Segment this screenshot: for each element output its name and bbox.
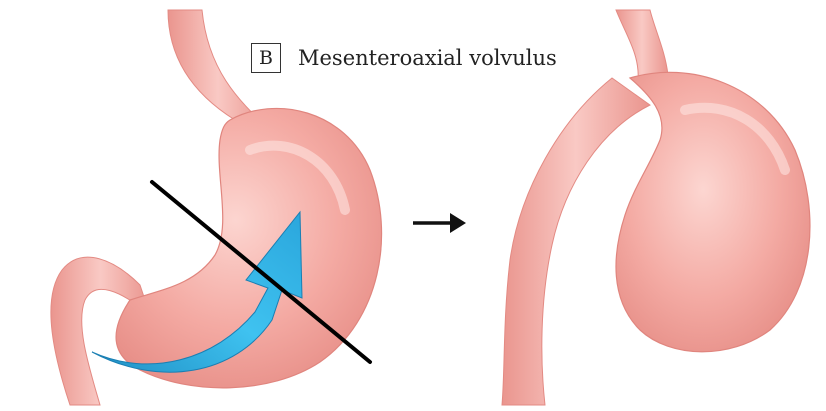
esophagus-after — [616, 10, 668, 80]
stomach-body-after — [616, 72, 810, 351]
diagram-title: Mesenteroaxial volvulus — [298, 43, 557, 73]
panel-label: B — [251, 43, 281, 73]
right-arrow-icon — [413, 213, 466, 233]
